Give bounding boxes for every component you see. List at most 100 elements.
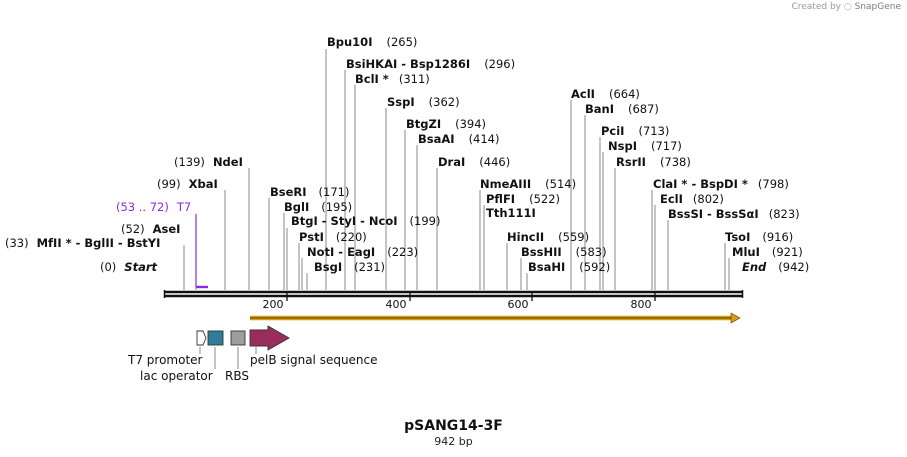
site-mlui: MluI (921) xyxy=(732,245,803,259)
site-tth111i: Tth111I xyxy=(486,206,536,220)
ruler-tick-label: 600 xyxy=(508,298,529,311)
site-pos: (223) xyxy=(387,245,418,259)
site-name: NdeI xyxy=(213,155,243,169)
feature-label-rbs: RBS xyxy=(225,369,249,383)
site-pos: (296) xyxy=(484,57,515,71)
ruler-tick-label: 200 xyxy=(263,298,284,311)
site-pos: (195) xyxy=(321,200,352,214)
rbs-icon xyxy=(230,330,246,346)
orf-arrowhead xyxy=(730,312,741,324)
site-name: PflFI xyxy=(486,192,515,206)
site-bsshii: BssHII (583) xyxy=(521,245,607,259)
site-pos: (394) xyxy=(455,117,486,131)
site-bgli: BglI (195) xyxy=(284,200,352,214)
site-pos: (921) xyxy=(772,245,803,259)
site-pos: (522) xyxy=(529,192,560,206)
site-tsoi: TsoI(916) xyxy=(725,230,793,244)
site-rsrii: RsrII(738) xyxy=(616,155,691,169)
site-bsssi-bsssai: BssSI - BssSαI (823) xyxy=(668,207,800,221)
site-pos: (583) xyxy=(576,245,607,259)
site-name: Bpu10I xyxy=(327,35,372,49)
site-pos: (738) xyxy=(660,155,691,169)
site-psti: PstI (220) xyxy=(299,230,367,244)
site-name: AseI xyxy=(153,222,181,236)
site-name: PstI xyxy=(299,230,324,244)
site-name: SspI xyxy=(387,95,415,109)
site-pos: (199) xyxy=(410,214,441,228)
site-sspi: SspI (362) xyxy=(387,95,460,109)
site-name: HincII xyxy=(507,230,544,244)
site-pos: (231) xyxy=(354,260,385,274)
site-drai: DraI (446) xyxy=(438,155,510,169)
site-pflfi: PflFI (522) xyxy=(486,192,560,206)
site-ndei: (139) NdeI xyxy=(174,155,243,169)
site-pos: (446) xyxy=(479,155,510,169)
site-pos: (823) xyxy=(769,207,800,221)
site-name: Tth111I xyxy=(486,206,536,220)
site-pos: (559) xyxy=(558,230,589,244)
ruler: 200 400 600 800 xyxy=(263,293,656,311)
site-pos: (139) xyxy=(174,155,205,169)
site-end: End (942) xyxy=(742,260,809,274)
site-pos: (99) xyxy=(157,177,181,191)
feature-label-pelb: pelB signal sequence xyxy=(250,353,378,367)
site-name: BanI xyxy=(585,102,614,116)
site-ecli: EclI(802) xyxy=(660,192,724,206)
site-labels: (0)Start (33)MfII * - BglII - BstYI (52)… xyxy=(5,35,809,274)
site-pos: (414) xyxy=(469,132,500,146)
site-btgzi: BtgZI(394) xyxy=(406,117,486,131)
site-name: BclI * xyxy=(355,72,389,86)
site-hincii: HincII (559) xyxy=(507,230,589,244)
snapgene-credit: Created by ◌ SnapGene xyxy=(791,2,901,12)
site-name: BsaAI xyxy=(418,132,455,146)
plasmid-length: 942 bp xyxy=(434,435,473,448)
site-name: AclI xyxy=(571,87,595,101)
site-name: PciI xyxy=(601,124,624,138)
site-bsahi: BsaHI(592) xyxy=(528,260,610,274)
site-bani: BanI(687) xyxy=(585,102,659,116)
site-name: ClaI * - BspDI * xyxy=(653,177,748,191)
site-pos: (53 .. 72) xyxy=(116,200,169,214)
site-name: BsiHKAI - Bsp1286I xyxy=(346,57,470,71)
site-pos: (592) xyxy=(579,260,610,274)
promoter-icon xyxy=(196,330,207,346)
site-name: BglI xyxy=(284,200,309,214)
site-bsihkai-bsp1286i: BsiHKAI - Bsp1286I (296) xyxy=(346,57,515,71)
site-pcii: PciI(713) xyxy=(601,124,669,138)
site-pos: (514) xyxy=(545,177,576,191)
site-pos: (265) xyxy=(386,35,417,49)
site-name: EclI xyxy=(660,192,683,206)
feature-labels: T7 promoter lac operator RBS pelB signal… xyxy=(127,353,378,383)
site-name: NmeAIII xyxy=(480,177,531,191)
site-name: Start xyxy=(124,260,157,274)
site-pos: (362) xyxy=(429,95,460,109)
site-bsgi: BsgI (231) xyxy=(314,260,385,274)
site-name: DraI xyxy=(438,155,465,169)
site-name: BssHII xyxy=(521,245,562,259)
feature-label-lac-operator: lac operator xyxy=(140,369,213,383)
site-asei: (52) AseI xyxy=(121,222,180,236)
site-pos: (717) xyxy=(651,139,682,153)
site-nmeaiii: NmeAIII (514) xyxy=(480,177,576,191)
site-name: MluI xyxy=(732,245,760,259)
credit-brand: SnapGene xyxy=(854,2,901,12)
site-name: End xyxy=(742,260,767,274)
site-pos: (942) xyxy=(778,260,809,274)
site-pos: (220) xyxy=(336,230,367,244)
ruler-tick-label: 800 xyxy=(631,298,652,311)
site-name: NotI - EagI xyxy=(307,245,375,259)
site-start: (0)Start xyxy=(100,260,158,274)
site-name: TsoI xyxy=(725,230,750,244)
site-pos: (52) xyxy=(121,222,145,236)
credit-prefix: Created by xyxy=(791,2,841,12)
site-t7-primer: (53 .. 72)T7 xyxy=(116,200,191,214)
site-btgi-styi-ncoi: BtgI - StyI - NcoI(199) xyxy=(291,214,440,228)
site-xbai: (99)XbaI xyxy=(157,177,218,191)
site-clai-bspdi: ClaI * - BspDI *(798) xyxy=(653,177,789,191)
site-bsaai: BsaAI (414) xyxy=(418,132,500,146)
site-name: BssSI - BssSαI xyxy=(668,207,759,221)
site-nspi: NspI (717) xyxy=(608,139,682,153)
site-name: NspI xyxy=(608,139,637,153)
lac-operator-icon xyxy=(207,330,224,346)
site-name: BsgI xyxy=(314,260,342,274)
